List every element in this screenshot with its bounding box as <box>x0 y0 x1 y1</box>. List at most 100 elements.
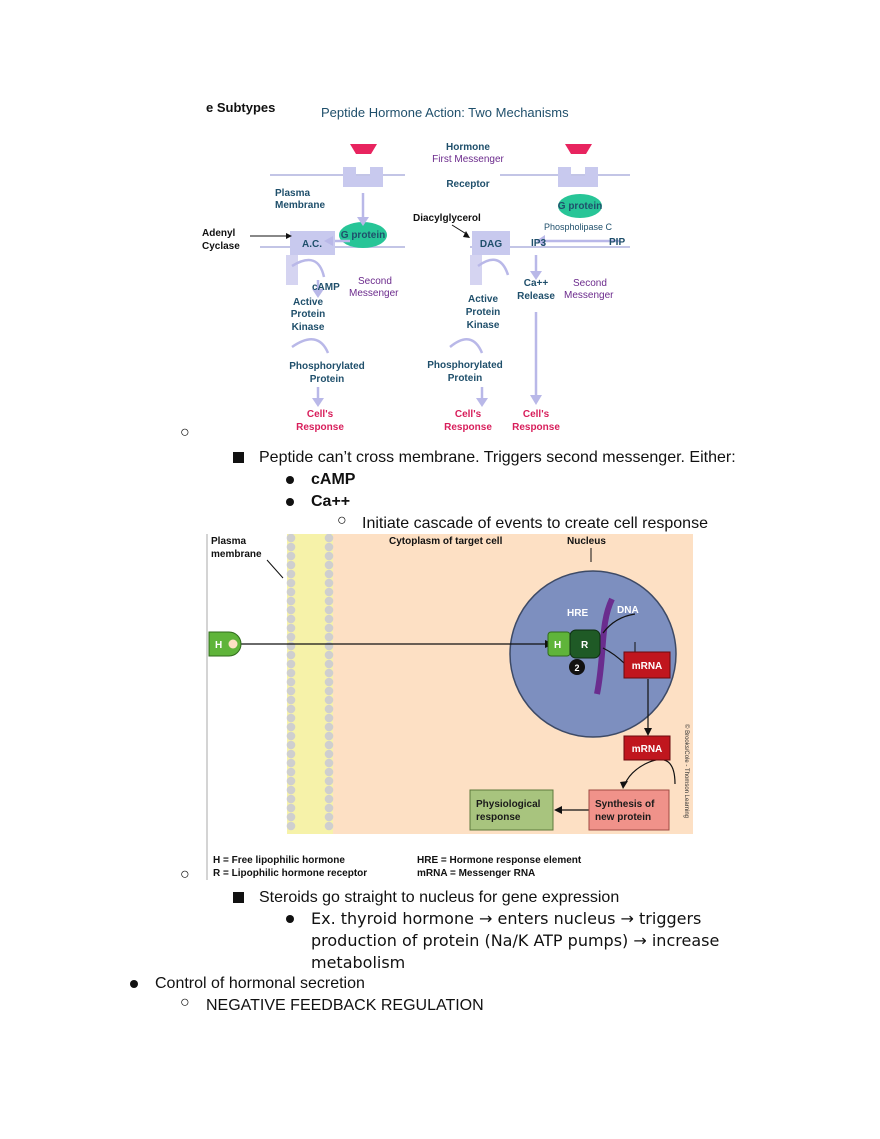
phospholipid-head <box>324 632 334 642</box>
phospholipid-head <box>286 623 296 633</box>
phospholipid-head <box>324 614 334 624</box>
phospholipid-head <box>324 605 334 615</box>
label-physio-2: response <box>476 812 521 823</box>
phospholipid-head <box>324 668 334 678</box>
phospholipid-head <box>324 704 334 714</box>
label-hormone: Hormone <box>446 142 490 153</box>
label-ca: Ca++ <box>524 278 549 289</box>
label-kinase-left: Kinase <box>292 322 325 333</box>
phospholipid-head <box>286 659 296 669</box>
receptor-left-shape <box>343 167 383 187</box>
level4-bullet <box>286 476 294 484</box>
label-phospholipase: Phospholipase C <box>544 222 613 232</box>
phospholipid-head <box>324 596 334 606</box>
dag-box <box>472 231 510 255</box>
level3-bullet <box>233 452 244 463</box>
label-cytoplasm: Cytoplasm of target cell <box>389 536 503 547</box>
cascade-note: Initiate cascade of events to create cel… <box>362 515 708 532</box>
phospholipid-head <box>324 803 334 813</box>
phospholipid-head <box>286 668 296 678</box>
phospholipid-head <box>324 551 334 561</box>
phospholipid-head <box>324 623 334 633</box>
camp-note: cAMP <box>311 471 356 488</box>
label-mrna-1: mRNA <box>632 661 663 672</box>
free-hormone-shape <box>208 631 242 657</box>
phospholipid-head <box>324 542 334 552</box>
ac-box <box>290 231 335 255</box>
label-r-bound: R <box>581 640 589 651</box>
phospholipid-head <box>286 812 296 822</box>
phospholipid-head <box>324 677 334 687</box>
phospholipid-head <box>324 731 334 741</box>
label-h-bound: H <box>554 640 561 651</box>
label-response-2: Response <box>444 422 492 433</box>
level2-bullet: ○ <box>180 866 190 883</box>
figure1-title: Peptide Hormone Action: Two Mechanisms <box>321 105 569 120</box>
legend-r: R = Lipophilic hormone receptor <box>213 868 367 879</box>
phospholipid-head <box>286 776 296 786</box>
label-synth-2: new protein <box>595 812 651 823</box>
phospholipid-head <box>286 803 296 813</box>
phospholipid-head <box>324 767 334 777</box>
phospholipid-head <box>324 650 334 660</box>
phospholipid-head <box>286 695 296 705</box>
phospholipid-head <box>286 605 296 615</box>
label-response-1: Response <box>296 422 344 433</box>
phospholipid-head <box>286 596 296 606</box>
label-membrane: Membrane <box>275 200 325 211</box>
label-cells-response-2: Cell's <box>455 409 482 420</box>
phospholipid-head <box>324 713 334 723</box>
phospholipid-head <box>286 551 296 561</box>
label-hre: HRE <box>567 608 588 619</box>
label-cyclase: Cyclase <box>202 241 240 252</box>
physiological-response-box <box>469 789 554 831</box>
steroid-hormone-figure: Plasma membrane Cytoplasm of target cell… <box>205 534 693 880</box>
label-protein-right: Protein <box>466 307 500 318</box>
thyroid-note-2: production of protein (Na/K ATP pumps) →… <box>311 931 720 950</box>
level4-bullet <box>286 915 294 923</box>
label-cells-response-1: Cell's <box>307 409 334 420</box>
phospholipid-head <box>324 534 334 543</box>
phospholipid-head <box>324 821 334 831</box>
phospholipid-head <box>286 641 296 651</box>
phospholipid-head <box>286 740 296 750</box>
phospholipid-head <box>286 821 296 831</box>
label-membrane-2: membrane <box>211 549 262 560</box>
label-receptor: Receptor <box>446 179 489 190</box>
label-g-protein-left: G protein <box>341 230 385 241</box>
phospholipid-head <box>324 587 334 597</box>
phospholipid-head <box>286 794 296 804</box>
label-dna: DNA <box>617 605 639 616</box>
hormone-left-shape <box>350 144 377 154</box>
g-protein-right-shape <box>558 194 602 218</box>
phospholipid-head <box>286 713 296 723</box>
phospholipid-head <box>324 695 334 705</box>
label-g-protein-right: G protein <box>558 201 602 212</box>
peptide-note: Peptide can’t cross membrane. Triggers s… <box>259 449 736 466</box>
phospholipid-head <box>286 749 296 759</box>
phospholipid-head <box>324 740 334 750</box>
phospholipid-head <box>286 785 296 795</box>
label-synth-1: Synthesis of <box>595 799 655 810</box>
mrna-box-cytoplasm <box>623 735 671 761</box>
steroids-note: Steroids go straight to nucleus for gene… <box>259 889 620 906</box>
ca-note: Ca++ <box>311 493 351 510</box>
level3-bullet <box>233 892 244 903</box>
phospholipid-head <box>286 560 296 570</box>
label-messenger-left: Messenger <box>349 288 399 299</box>
label-step: 2 <box>574 663 579 673</box>
label-kinase-right: Kinase <box>467 320 500 331</box>
dna-strand <box>594 597 615 695</box>
hormone-right-shape <box>565 144 592 154</box>
level5-bullet: ○ <box>337 512 347 529</box>
label-ac: A.C. <box>302 239 322 250</box>
level2-bullet: ○ <box>180 994 190 1011</box>
negative-feedback-note: NEGATIVE FEEDBACK REGULATION <box>206 997 484 1014</box>
phospholipid-head <box>286 731 296 741</box>
g-protein-left-shape <box>339 222 387 248</box>
label-plasma-membrane: Plasma <box>211 536 246 547</box>
phospholipid-head <box>324 686 334 696</box>
label-cells-response-3: Cell's <box>523 409 550 420</box>
step-badge <box>569 659 585 675</box>
label-nucleus: Nucleus <box>567 536 606 547</box>
